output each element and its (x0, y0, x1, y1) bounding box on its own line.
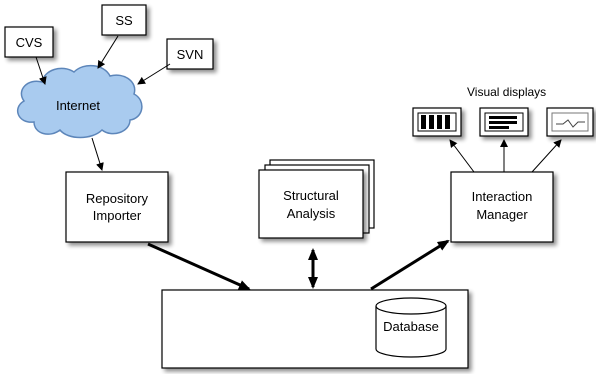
repository-importer-label-line2: Importer (93, 208, 142, 223)
visual-displays-label: Visual displays (467, 85, 546, 99)
internet-cloud: Internet (16, 64, 143, 139)
internet-to-importer-arrow (91, 137, 104, 171)
svn-node: SVN (166, 38, 214, 70)
database-label: Database (383, 319, 439, 334)
ss-to-internet-arrow (97, 35, 119, 69)
repository-importer-label-line1: Repository (86, 191, 149, 206)
list-display-icon (479, 107, 529, 137)
database-cylinder: Database (375, 297, 447, 358)
importer-to-storage-arrow (147, 242, 251, 291)
ss-label: SS (115, 13, 133, 28)
svn-to-internet-arrow (137, 63, 171, 85)
structural-analysis-label-line2: Analysis (287, 206, 336, 221)
ss-node: SS (101, 4, 147, 36)
structural-analysis-node: Structural Analysis (258, 159, 375, 239)
manager-to-line-display-arrow (531, 139, 562, 173)
structural-analysis-label-line1: Structural (283, 188, 339, 203)
cvs-to-internet-arrow (35, 56, 47, 85)
repository-importer-node: Repository Importer (65, 171, 169, 243)
internet-label: Internet (56, 98, 100, 113)
interaction-manager-label-line2: Manager (476, 207, 528, 222)
storage-to-manager-arrow (370, 239, 450, 291)
cvs-node: CVS (4, 26, 54, 58)
cvs-label: CVS (16, 35, 43, 50)
svn-label: SVN (177, 47, 204, 62)
interaction-manager-label-line1: Interaction (472, 189, 533, 204)
bar-display-icon (412, 107, 462, 137)
manager-to-bar-display-arrow (449, 139, 475, 173)
interaction-manager-node: Interaction Manager (450, 171, 554, 243)
line-chart-display-icon (546, 107, 594, 137)
